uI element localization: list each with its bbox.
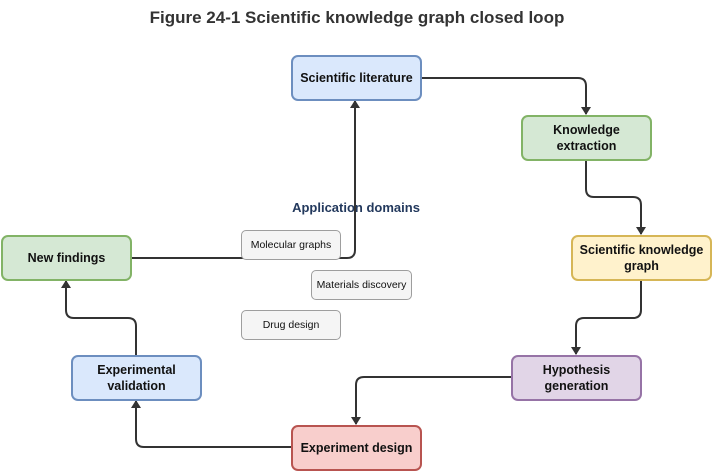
edge-literature-to-extraction xyxy=(422,77,591,115)
figure-title: Figure 24-1 Scientific knowledge graph c… xyxy=(149,8,565,27)
domain-materials-discovery[interactable]: Materials discovery xyxy=(311,270,412,300)
edge-graph-to-hypothesis xyxy=(571,281,642,355)
domain-molecular-graphs[interactable]: Molecular graphs xyxy=(241,230,341,260)
node-experiment-design[interactable]: Experiment design xyxy=(291,425,422,471)
domain-label: Drug design xyxy=(262,319,320,331)
node-label: New findings xyxy=(27,251,106,265)
edge-extraction-to-graph xyxy=(585,161,646,235)
node-new-findings[interactable]: New findings xyxy=(1,235,132,281)
node-label: Scientific literature xyxy=(300,71,413,85)
edge-design-to-validation xyxy=(131,400,291,448)
domain-label: Molecular graphs xyxy=(250,239,332,251)
node-scientific-literature[interactable]: Scientific literature xyxy=(291,55,422,101)
edge-validation-to-findings xyxy=(61,280,137,355)
edge-findings-to-literature xyxy=(131,100,360,259)
edge-hypothesis-to-design xyxy=(351,376,511,425)
domain-drug-design[interactable]: Drug design xyxy=(241,310,341,340)
node-label: Experiment design xyxy=(300,441,413,455)
domain-label: Materials discovery xyxy=(316,279,407,291)
